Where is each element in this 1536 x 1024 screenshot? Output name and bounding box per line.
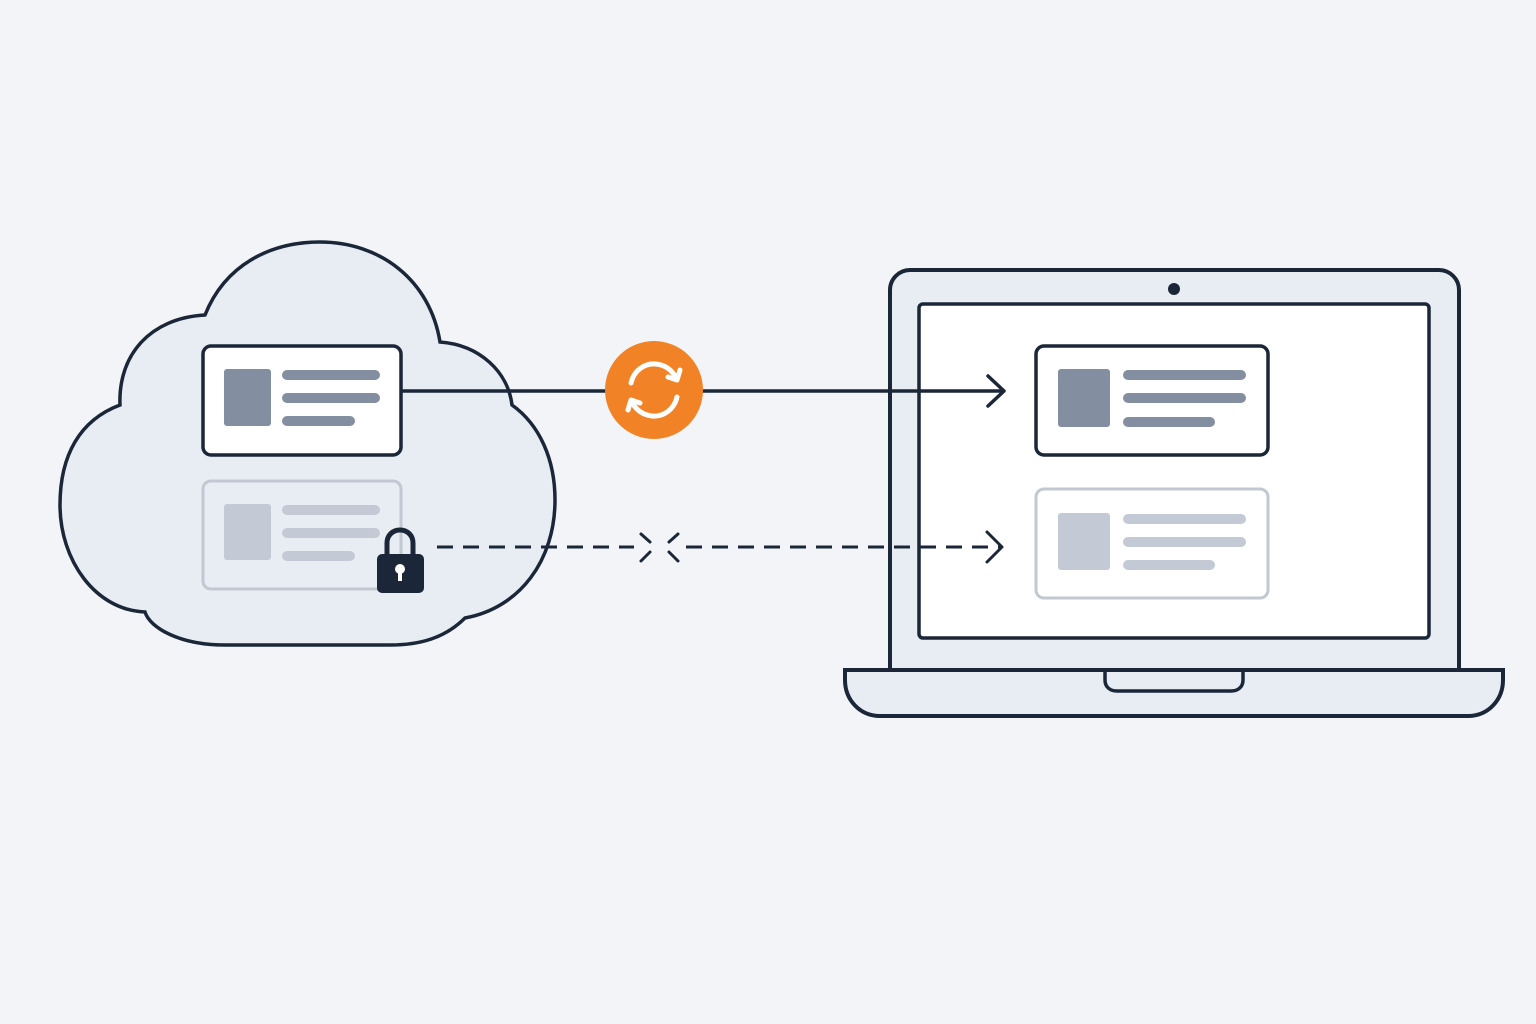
cloud-item-available [201,344,403,457]
x-stroke [667,532,680,544]
card-line [1123,514,1246,524]
x-stroke [667,550,680,563]
laptop-item-synced [1034,344,1270,457]
card-line [282,416,355,426]
card-thumbnail [224,369,271,426]
card-thumbnail [1058,513,1110,570]
lock-icon [377,527,424,593]
sync-arrowhead-lower [625,397,643,413]
card-line [1123,560,1215,570]
card-line [282,370,380,380]
sync-badge [605,341,703,439]
sync-arrow-upper [628,361,679,386]
cloud-item-locked [201,479,403,591]
arrowhead-icon [985,530,1004,564]
lock-keyhole [395,564,405,574]
lock-shackle [384,527,416,556]
webcam [1168,283,1180,295]
card-line [1123,393,1246,403]
card-line [1123,417,1215,427]
sync-arrowhead-upper [665,367,683,383]
arrowhead-icon [986,374,1006,408]
card-line [1123,537,1246,547]
card-line [282,528,380,538]
card-line [282,393,380,403]
blocked-x-icon [639,532,680,563]
sync-icon [605,341,703,439]
x-stroke [639,532,652,544]
blocked-connector [437,530,1004,564]
x-stroke [639,550,652,563]
card-line [282,551,355,561]
card-thumbnail [224,504,271,560]
laptop-trackpad-notch [1103,672,1245,693]
card-line [282,505,380,515]
sync-arrow-lower [629,394,680,419]
laptop-item-blocked [1034,487,1270,600]
laptop-base [843,668,1505,718]
lock-keyhole-slot [398,570,402,581]
card-thumbnail [1058,369,1110,427]
card-line [1123,370,1246,380]
